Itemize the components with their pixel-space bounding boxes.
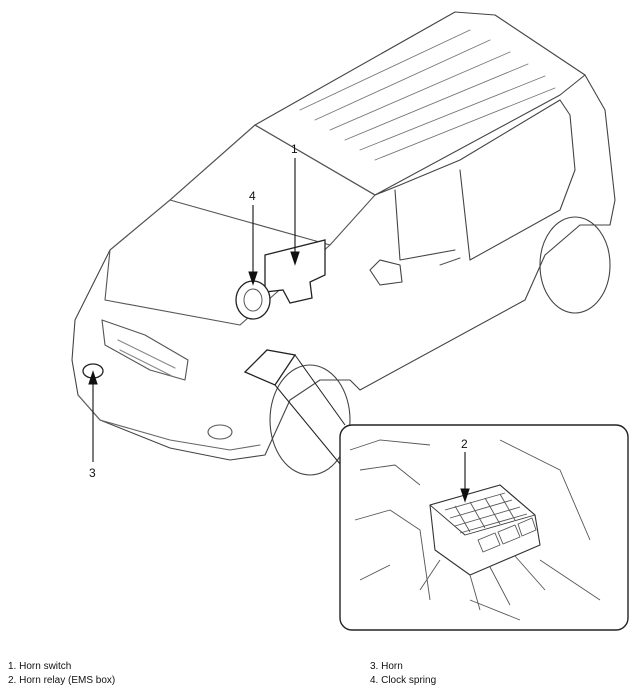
front-wheel [269,364,351,476]
callout-4: 4 [249,189,256,203]
ems-box-top [429,484,536,536]
callout-3: 3 [89,466,96,480]
fog-lamp [207,424,233,440]
engine-bay-lines [349,439,601,621]
legend-left: 1. Horn switch 2. Horn relay (EMS box) [8,660,115,688]
arrowhead-2 [460,488,470,503]
arrowhead-3 [88,370,98,385]
leader-lines [88,158,470,503]
arrowhead-4 [248,271,258,286]
rear-wheel [539,216,611,314]
horn-switch-shape [264,239,326,304]
grille-inner [117,339,176,377]
ems-box-shape [243,349,297,386]
engine-bay-detail [349,439,601,621]
grille [101,319,189,381]
detail-projection-lines [274,354,346,471]
callout-2: 2 [461,437,468,451]
side-mirror [369,259,403,286]
arrowhead-1 [290,251,300,266]
roof-ribs [299,29,556,161]
legend-item-horn: 3. Horn [370,661,403,672]
legend-item-horn-switch: 1. Horn switch [8,661,72,672]
relay-grid [444,492,528,534]
clock-spring-inner [243,288,263,312]
callout-1: 1 [291,142,298,156]
legend-item-clock-spring: 4. Clock spring [370,675,437,686]
side-windows [374,99,576,261]
vehicle-roof [254,11,586,196]
legend-item-horn-relay: 2. Horn relay (EMS box) [8,675,116,686]
clock-spring-shape [235,280,271,320]
legend-right: 3. Horn 4. Clock spring [370,660,436,688]
horn-component-location-diagram: 1 4 3 2 [71,11,629,631]
vehicle-outline [71,11,616,476]
harness-lines [419,555,546,611]
door-handle [439,257,461,266]
relay-modules [477,517,537,553]
